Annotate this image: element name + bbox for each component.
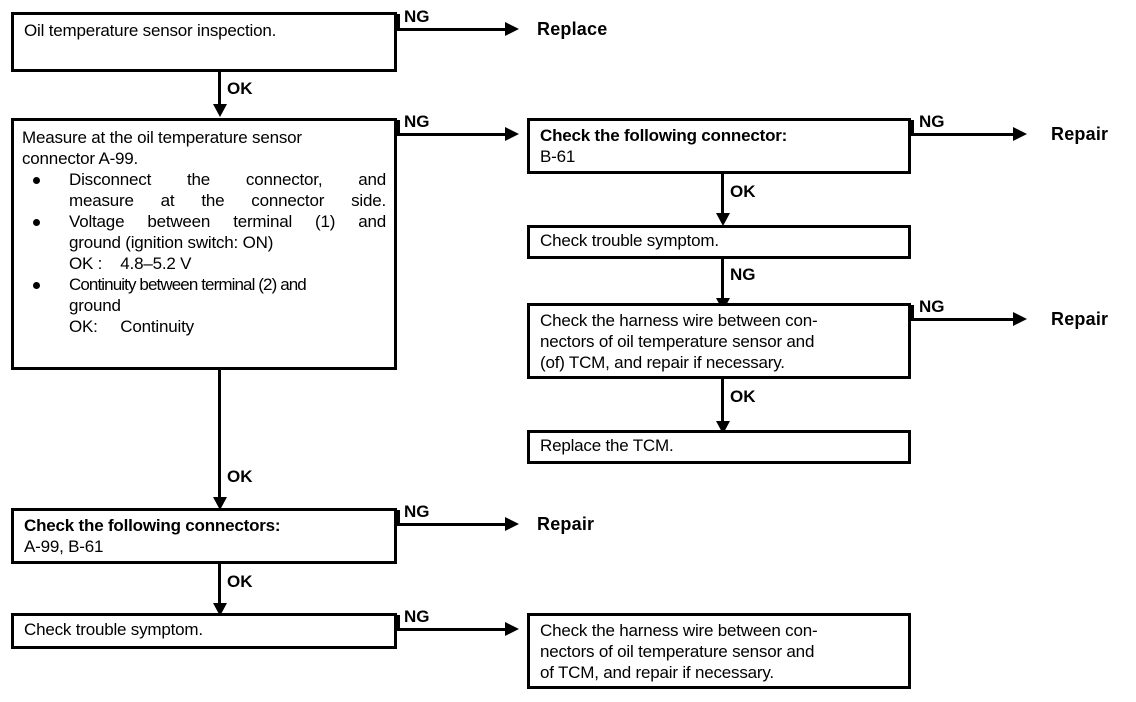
connector-ok-4-vertical [721,174,724,216]
bullet-dot-icon [33,177,40,184]
connector-ng-7-horizontal [397,628,508,631]
box-line: nectors of oil temperature sensor and [540,642,815,661]
box-line: A-99, B-61 [24,537,104,556]
box-check-harness-wire-bottom: Check the harness wire between con- nect… [527,613,911,689]
box-measure-oil-temperature-sensor: Measure at the oil temperature sensor co… [11,118,397,370]
terminal-replace-1: Replace [537,19,608,39]
arrowhead-ng-4 [1013,127,1027,141]
connector-ng-1-vertical [397,14,400,30]
connector-ng-1-horizontal [397,28,510,31]
connector-ok-3-vertical [218,564,221,606]
box-line: Check trouble symptom. [540,231,719,250]
connector-ng-2-horizontal [397,133,508,136]
box-oil-temperature-sensor-inspection: Oil temperature sensor inspection. [11,12,397,72]
arrowhead-ng-1 [505,22,519,36]
connector-ng-3-horizontal [397,523,510,526]
edge-label-ok-3: OK [227,572,253,591]
box-line: Check the harness wire between con- [540,311,818,330]
terminal-repair-3: Repair [1051,309,1109,329]
connector-ng-3-vertical [397,510,400,526]
list-item: Disconnect the connector, and measure at… [22,169,386,211]
edge-label-ok-2: OK [227,467,253,486]
box-check-following-connectors: Check the following connectors: A-99, B-… [11,508,397,564]
connector-ng-4-vertical [911,120,914,136]
bullet-line: OK : 4.8–5.2 V [69,254,192,273]
arrowhead-ok-1 [213,104,227,117]
box-line: Check the harness wire between con- [540,621,818,640]
connector-ng-6-horizontal [911,318,1016,321]
arrowhead-ng-2 [505,127,519,141]
edge-label-ok-1: OK [227,79,253,98]
bullet-line: measure at the connector side. [69,191,386,210]
box-line: Check trouble symptom. [24,620,203,639]
box-line: Oil temperature sensor inspection. [24,21,277,40]
edge-label-ng-6: NG [919,297,945,316]
bullet-line: Disconnect the connector, and [69,170,386,189]
arrowhead-ng-6 [1013,312,1027,326]
bullet-line: ground [69,296,121,315]
connector-ng-7-vertical [397,615,400,631]
edge-label-ok-4: OK [730,182,756,201]
bullet-dot-icon [33,219,40,226]
edge-label-ng-2: NG [404,112,430,131]
terminal-repair-1: Repair [537,514,595,534]
edge-label-ng-1: NG [404,7,430,26]
measure-bullet-list: Disconnect the connector, and measure at… [22,169,386,337]
box-line: B-61 [540,147,576,166]
arrowhead-ok-4 [716,213,730,226]
arrowhead-ng-3 [505,517,519,531]
box-line: Replace the TCM. [540,436,674,455]
terminal-repair-2: Repair [1051,124,1109,144]
connector-ng-6-vertical [911,305,914,321]
box-check-trouble-symptom-left: Check trouble symptom. [11,613,397,649]
arrowhead-ok-3 [213,603,227,616]
box-line: of TCM, and repair if necessary. [540,663,774,682]
box-replace-tcm: Replace the TCM. [527,430,911,464]
box-line: Check the following connectors: [24,516,281,535]
list-item: Continuity between terminal (2) and grou… [22,274,386,337]
box-check-harness-wire-right: Check the harness wire between con- nect… [527,303,911,379]
edge-label-ok-5: OK [730,387,756,406]
box-line: connector A-99. [22,149,139,168]
arrowhead-ng-7 [505,622,519,636]
edge-label-ng-5: NG [730,265,756,284]
connector-ok-5-vertical [721,379,724,424]
connector-ng-4-horizontal [911,133,1016,136]
bullet-line: Continuity between terminal (2) and [69,275,307,294]
bullet-dot-icon [33,282,40,289]
bullet-line: Voltage between terminal (1) and [69,212,386,231]
edge-label-ng-3: NG [404,502,430,521]
connector-ok-1-vertical [218,72,221,106]
box-line: Measure at the oil temperature sensor [22,128,302,147]
box-check-following-connector-b61: Check the following connector: B-61 [527,118,911,174]
bullet-line: ground (ignition switch: ON) [69,233,274,252]
box-check-trouble-symptom-right: Check trouble symptom. [527,225,911,259]
edge-label-ng-7: NG [404,607,430,626]
arrowhead-ok-2 [213,497,227,510]
connector-ng-2-vertical [397,120,400,136]
bullet-line: OK: Continuity [69,317,194,336]
edge-label-ng-4: NG [919,112,945,131]
box-line: nectors of oil temperature sensor and [540,332,815,351]
list-item: Voltage between terminal (1) and ground … [22,211,386,274]
connector-ng-5-vertical [721,259,724,301]
connector-ok-2-vertical [218,370,221,500]
box-line: (of) TCM, and repair if necessary. [540,353,785,372]
box-line: Check the following connector: [540,126,788,145]
